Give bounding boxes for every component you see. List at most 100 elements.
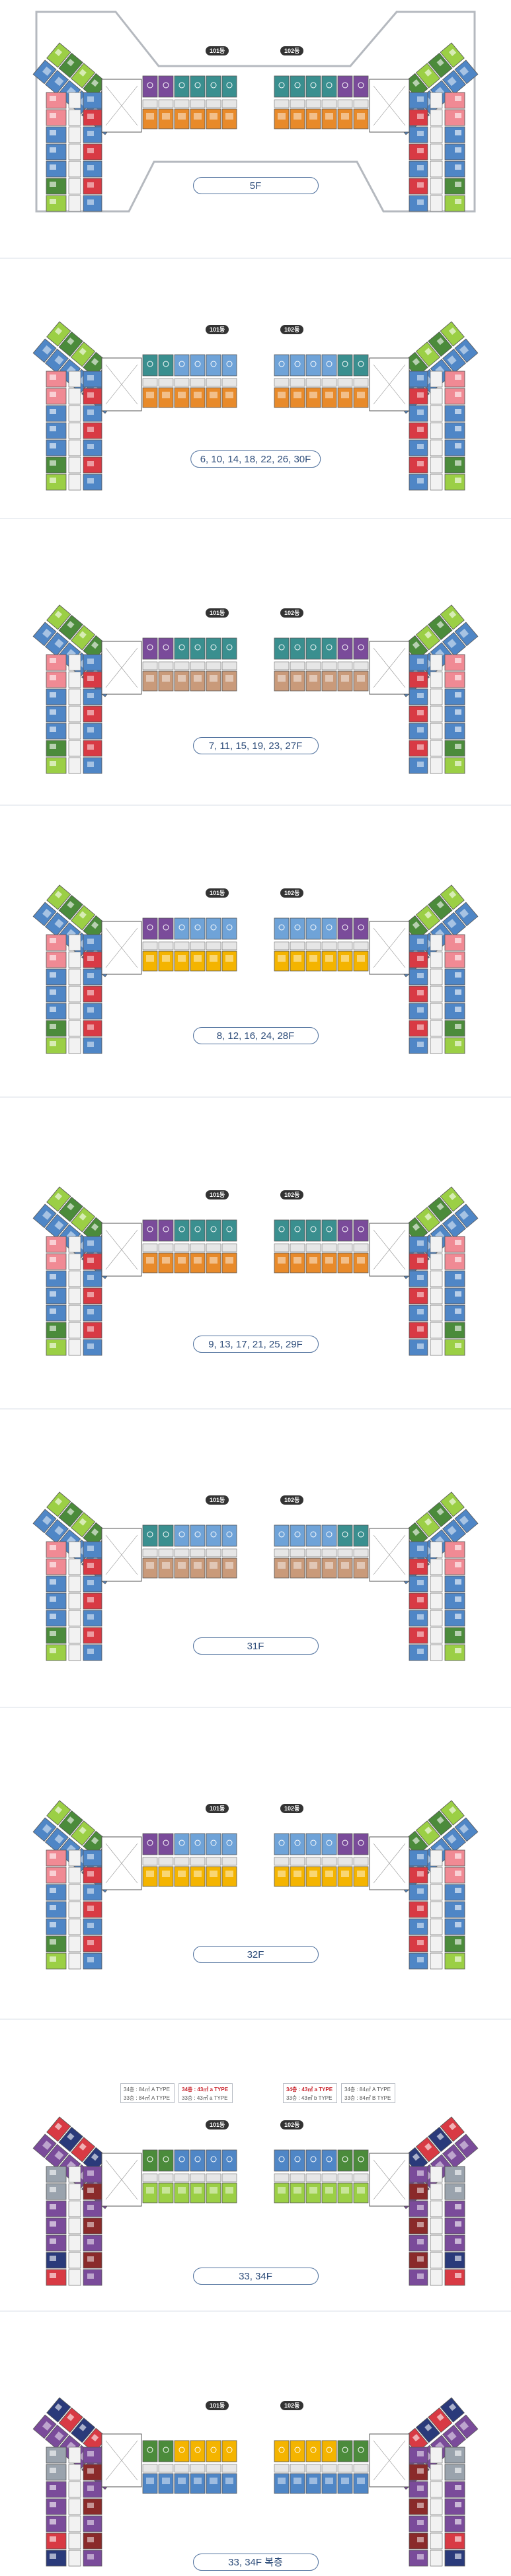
stair-line [105, 647, 138, 688]
unit-block [353, 75, 369, 98]
unit-block [83, 1020, 102, 1037]
fixture-detail [226, 1226, 233, 1233]
corridor-block [68, 1305, 81, 1322]
room-detail [87, 2239, 94, 2244]
corridor-block [305, 661, 321, 670]
room-detail [459, 1210, 469, 1220]
room-detail [50, 2502, 56, 2507]
corridor-block [68, 2498, 81, 2515]
room-detail [341, 1257, 349, 1264]
building-right [274, 884, 479, 1054]
fixture-detail [326, 1531, 333, 1538]
room-detail [417, 1888, 424, 1894]
room-detail [54, 2151, 64, 2161]
corridor-block [190, 1548, 206, 1557]
unit-block [409, 1305, 428, 1322]
corridor-block [430, 2183, 443, 2200]
unit-block [353, 1219, 369, 1242]
unit-block [337, 670, 353, 692]
fixture-detail [226, 361, 233, 367]
unit-block [221, 2149, 237, 2172]
room-detail [87, 2468, 94, 2474]
room-detail [455, 1905, 461, 1910]
room-detail [455, 1922, 461, 1927]
corridor-block [353, 1548, 369, 1557]
room-detail [341, 113, 349, 120]
room-detail [436, 1203, 444, 1211]
room-detail [146, 955, 154, 962]
room-detail [455, 692, 461, 698]
room-detail [412, 921, 420, 929]
corridor-block [68, 1918, 81, 1935]
room-detail [87, 2520, 94, 2525]
corridor-block [353, 2173, 369, 2182]
room-detail [50, 426, 56, 431]
room-detail [67, 2133, 75, 2141]
corridor-block [305, 378, 321, 387]
room-detail [455, 443, 461, 448]
corridor-block [68, 688, 81, 705]
room-detail [417, 676, 424, 681]
fixture-detail [278, 1531, 285, 1538]
unit-block [158, 1252, 174, 1273]
fixture-detail [210, 1840, 217, 1846]
corridor-block [142, 1243, 158, 1252]
corridor-block [68, 439, 81, 456]
fixture-detail [278, 1840, 285, 1846]
corridor-block [68, 2235, 81, 2252]
room-detail [417, 1326, 424, 1332]
room-detail [87, 1580, 94, 1585]
corridor-block [206, 941, 221, 950]
room-detail [87, 165, 94, 170]
corridor-block [337, 2173, 353, 2182]
corridor-block [337, 99, 353, 108]
corridor-block [68, 405, 81, 422]
corridor-block [68, 705, 81, 723]
room-detail [455, 1326, 461, 1331]
unit-block [337, 637, 353, 660]
room-detail [225, 113, 233, 120]
room-detail [448, 327, 457, 335]
room-detail [417, 165, 424, 170]
room-detail [162, 1562, 170, 1569]
unit-block [142, 108, 158, 129]
fixture-detail [178, 1226, 185, 1233]
fixture-detail [294, 1840, 301, 1846]
core-block [369, 357, 410, 411]
room-detail [162, 1257, 170, 1264]
room-detail [87, 2188, 94, 2193]
unit-block [290, 75, 305, 98]
room-detail [42, 628, 52, 638]
corridor-block [68, 1952, 81, 1970]
fixture-detail [210, 924, 217, 931]
room-detail [417, 2468, 424, 2474]
room-detail [42, 2140, 52, 2150]
room-detail [417, 2273, 424, 2279]
corridor-block [321, 2464, 337, 2473]
room-detail [50, 1041, 56, 1046]
room-detail [50, 744, 56, 749]
room-detail [87, 693, 94, 698]
room-detail [325, 1871, 333, 1877]
unit-block [158, 2149, 174, 2172]
room-detail [455, 2536, 461, 2542]
unit-block [206, 1219, 221, 1242]
fixture-detail [194, 1226, 201, 1233]
room-detail [417, 1042, 424, 1047]
room-detail [50, 955, 56, 960]
corridor-block [430, 1287, 443, 1305]
corridor-block [430, 1037, 443, 1054]
unit-block [142, 1219, 158, 1242]
corridor-block [337, 941, 353, 950]
fixture-detail [147, 2156, 153, 2163]
room-detail [412, 1528, 420, 1536]
unit-block [321, 950, 337, 972]
floor-plan-drawing [32, 2116, 479, 2286]
unit-block [337, 2149, 353, 2172]
room-detail [278, 392, 286, 398]
unit-block [353, 108, 369, 129]
corridor-block [190, 941, 206, 950]
corridor-block [290, 2173, 305, 2182]
floor-plan-drawing [32, 604, 479, 774]
